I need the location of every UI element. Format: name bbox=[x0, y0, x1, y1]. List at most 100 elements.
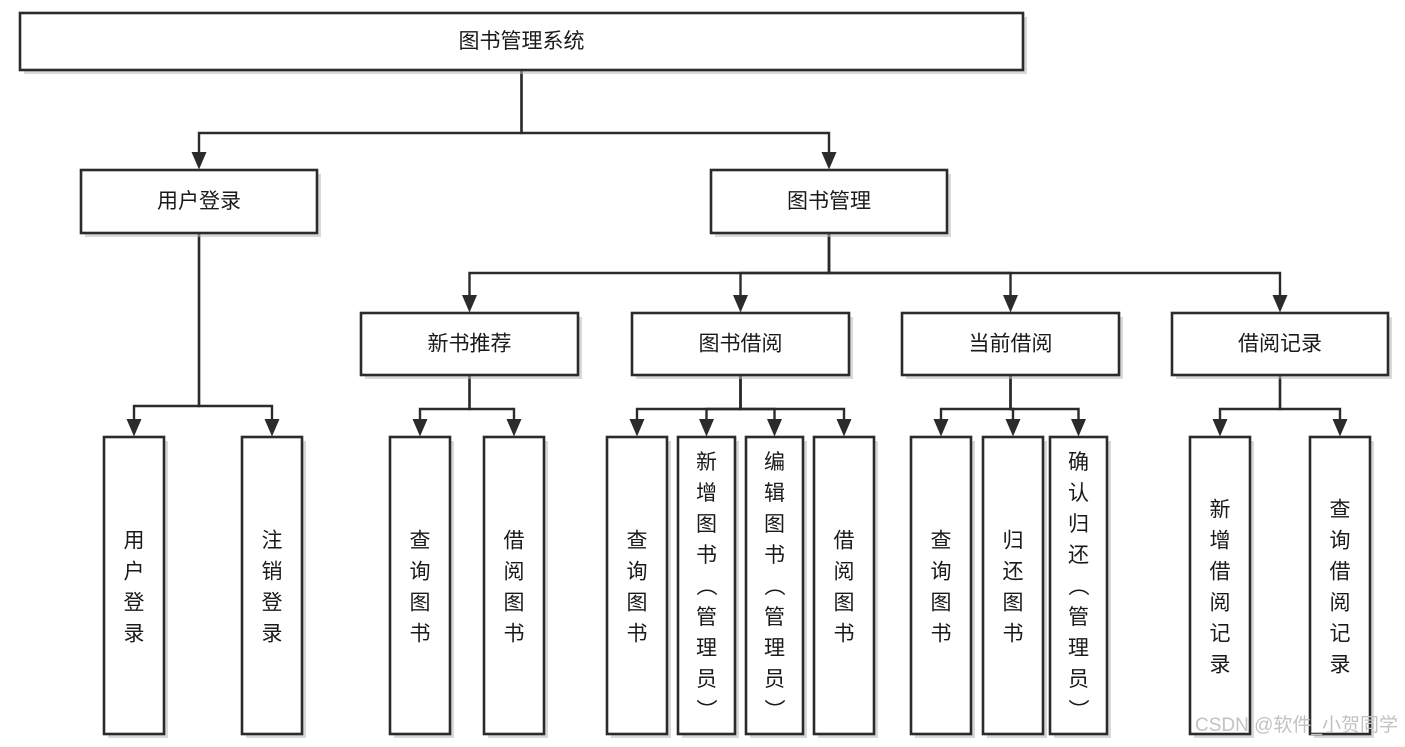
node-label: 图书管理系统 bbox=[459, 30, 585, 53]
node-leaf-query-borrow-record[interactable]: 查询借阅记录 bbox=[1308, 435, 1374, 738]
node-rect[interactable] bbox=[18, 11, 1025, 72]
connector-line bbox=[132, 233, 201, 426]
node-label: 注销登录 bbox=[262, 530, 283, 646]
arrow-head-icon bbox=[699, 419, 714, 437]
node-label: 查询借阅记录 bbox=[1330, 499, 1351, 677]
connector-line bbox=[827, 233, 1012, 302]
connector-layer bbox=[126, 70, 1348, 437]
node-label: 图书借阅 bbox=[699, 333, 783, 356]
node-label: 新书推荐 bbox=[428, 333, 512, 356]
node-book-borrow[interactable]: 图书借阅 bbox=[630, 311, 853, 379]
connector-line bbox=[418, 375, 471, 426]
node-leaf-edit-book-admin[interactable]: 编辑图书（管理员） bbox=[744, 435, 807, 738]
node-rect[interactable] bbox=[102, 435, 166, 736]
connector-line bbox=[468, 233, 831, 302]
node-rect[interactable] bbox=[744, 435, 805, 736]
arrow-head-icon bbox=[1272, 295, 1288, 313]
node-label: 归还图书 bbox=[1003, 530, 1024, 646]
node-leaf-query-book-bor[interactable]: 查询图书 bbox=[605, 435, 671, 738]
arrow-head-icon bbox=[264, 419, 280, 437]
node-label: 编辑图书（管理员） bbox=[764, 451, 786, 722]
connector-edge-br-leaf1 bbox=[1212, 375, 1282, 437]
connector-line bbox=[197, 233, 274, 426]
arrow-head-icon bbox=[462, 295, 477, 313]
connector-line bbox=[1009, 375, 1080, 426]
node-user-login[interactable]: 用户登录 bbox=[79, 168, 321, 237]
node-new-book-recommend[interactable]: 新书推荐 bbox=[359, 311, 582, 379]
connector-edge-bm-book-borrow bbox=[733, 233, 831, 313]
node-root[interactable]: 图书管理系统 bbox=[18, 11, 1027, 74]
arrow-head-icon bbox=[126, 419, 142, 437]
node-label: 当前借阅 bbox=[969, 333, 1053, 356]
connector-line bbox=[739, 375, 776, 426]
connector-edge-bb-leaf1 bbox=[629, 375, 742, 437]
node-rect[interactable] bbox=[79, 168, 319, 235]
node-rect[interactable] bbox=[709, 168, 949, 235]
node-rect[interactable] bbox=[1170, 311, 1390, 377]
node-rect[interactable] bbox=[1308, 435, 1372, 736]
arrow-head-icon bbox=[412, 419, 428, 437]
node-label: 用户登录 bbox=[124, 530, 145, 646]
connector-line bbox=[1278, 375, 1342, 426]
node-rect[interactable] bbox=[605, 435, 669, 736]
connector-line bbox=[1218, 375, 1282, 426]
node-leaf-confirm-return-admin[interactable]: 确认归还（管理员） bbox=[1048, 435, 1111, 738]
arrow-head-icon bbox=[1003, 295, 1018, 313]
connector-edge-root-book-manage bbox=[520, 70, 837, 170]
arrow-head-icon bbox=[933, 419, 949, 437]
arrow-head-icon bbox=[191, 152, 207, 170]
node-label: 借阅图书 bbox=[834, 530, 855, 646]
arrow-head-icon bbox=[767, 419, 782, 437]
node-rect[interactable] bbox=[388, 435, 452, 736]
connector-edge-ul-leaf1 bbox=[126, 233, 201, 437]
arrow-head-icon bbox=[1005, 419, 1021, 437]
connector-line bbox=[468, 375, 516, 426]
connector-line bbox=[197, 70, 523, 159]
node-leaf-borrow-book-bor[interactable]: 借阅图书 bbox=[812, 435, 878, 738]
node-leaf-return-book[interactable]: 归还图书 bbox=[981, 435, 1047, 738]
node-leaf-logout-login[interactable]: 注销登录 bbox=[240, 435, 306, 738]
connector-line bbox=[635, 375, 742, 426]
node-rect[interactable] bbox=[359, 311, 580, 377]
node-label: 确认归还（管理员） bbox=[1068, 451, 1090, 722]
node-rect[interactable] bbox=[482, 435, 546, 736]
arrow-head-icon bbox=[1071, 419, 1086, 437]
node-rect[interactable] bbox=[900, 311, 1121, 377]
node-leaf-user-login[interactable]: 用户登录 bbox=[102, 435, 168, 738]
connector-line bbox=[939, 375, 1012, 426]
connector-line bbox=[705, 375, 742, 426]
node-leaf-query-book-rec[interactable]: 查询图书 bbox=[388, 435, 454, 738]
node-rect[interactable] bbox=[630, 311, 851, 377]
connector-edge-cb-leaf2 bbox=[1005, 375, 1021, 437]
node-borrow-record[interactable]: 借阅记录 bbox=[1170, 311, 1392, 379]
arrow-head-icon bbox=[506, 419, 522, 437]
node-leaf-query-book-cur[interactable]: 查询图书 bbox=[909, 435, 975, 738]
node-rect[interactable] bbox=[676, 435, 737, 736]
node-label: 借阅图书 bbox=[504, 530, 525, 646]
node-book-manage[interactable]: 图书管理 bbox=[709, 168, 951, 237]
arrow-head-icon bbox=[733, 295, 748, 313]
node-label: 新增借阅记录 bbox=[1210, 499, 1231, 677]
connector-line bbox=[739, 375, 846, 426]
node-leaf-add-book-admin[interactable]: 新增图书（管理员） bbox=[676, 435, 739, 738]
node-layer: 图书管理系统用户登录图书管理新书推荐图书借阅当前借阅借阅记录用户登录注销登录查询… bbox=[18, 11, 1392, 738]
arrow-head-icon bbox=[821, 152, 837, 170]
node-label: 查询图书 bbox=[931, 530, 952, 646]
node-leaf-borrow-book-rec[interactable]: 借阅图书 bbox=[482, 435, 548, 738]
node-rect[interactable] bbox=[240, 435, 304, 736]
connector-edge-nbr-leaf2 bbox=[468, 375, 522, 437]
connector-edge-bb-leaf3 bbox=[739, 375, 782, 437]
connector-line bbox=[827, 233, 1282, 302]
node-rect[interactable] bbox=[909, 435, 973, 736]
node-rect[interactable] bbox=[812, 435, 876, 736]
node-rect[interactable] bbox=[981, 435, 1045, 736]
csdn-watermark: CSDN @软件_小贺同学 bbox=[1195, 714, 1398, 736]
connector-edge-br-leaf2 bbox=[1278, 375, 1348, 437]
node-rect[interactable] bbox=[1048, 435, 1109, 736]
node-leaf-add-borrow-record[interactable]: 新增借阅记录 bbox=[1188, 435, 1254, 738]
node-current-borrow[interactable]: 当前借阅 bbox=[900, 311, 1123, 379]
arrow-head-icon bbox=[1212, 419, 1228, 437]
node-rect[interactable] bbox=[1188, 435, 1252, 736]
